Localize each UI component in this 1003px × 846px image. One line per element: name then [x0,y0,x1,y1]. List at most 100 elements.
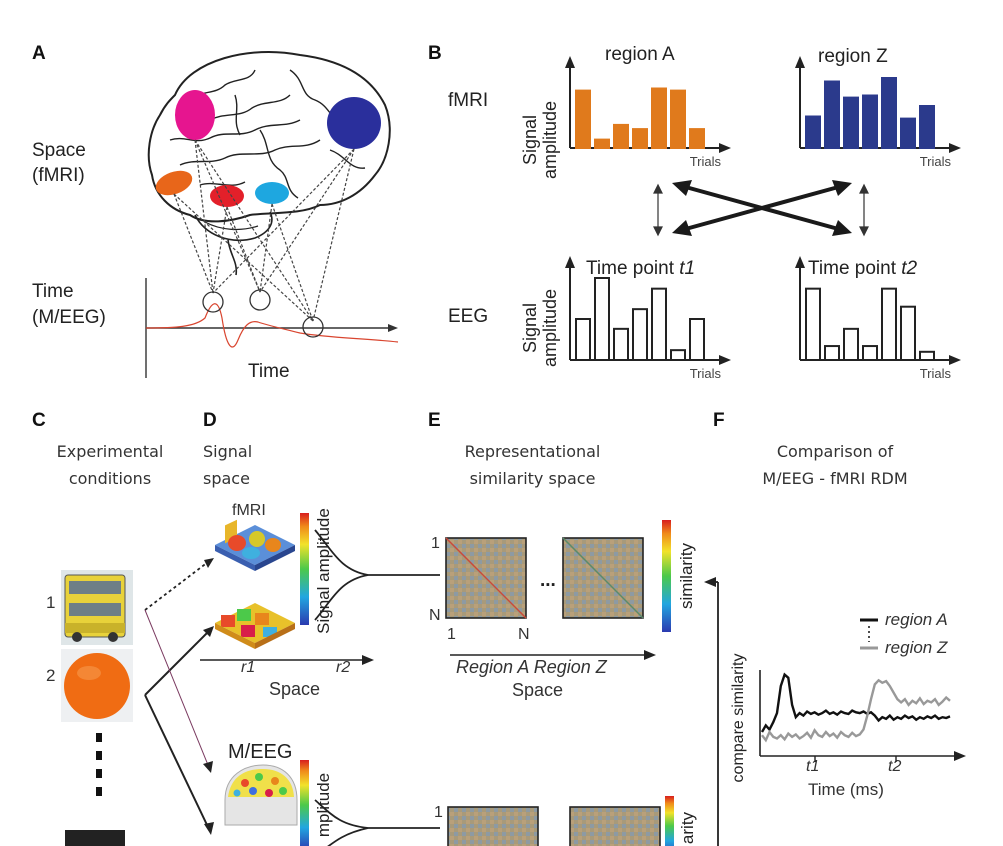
bar [689,318,705,361]
more-conditions-dots [96,733,102,796]
r1-label: r1 [241,659,256,676]
time-point-t2-title: Time point t2 [808,258,918,279]
region-orange [155,170,193,196]
time-circle-2 [249,289,271,311]
rdm-row-one: 1 [431,535,440,552]
panel-letter-e: E [428,410,441,431]
bar [651,287,667,361]
condition-image-n [65,830,125,846]
space-label: Space [32,140,86,161]
bar-x-arrow [719,355,731,365]
trials-axis-label: Trials [920,154,952,169]
rdm-ellipsis: ... [540,570,556,591]
rdm-meeg-2 [569,806,661,846]
bar-y-arrow [795,256,805,268]
f-y-axis-label: compare similarity [730,654,747,783]
eeg-y-label-1: Signal [520,303,540,353]
chart-region-z: Trials [795,56,961,169]
bar [594,138,610,149]
rdm-meeg-row-one: 1 [434,804,443,821]
vertical-arrow-right [859,183,869,237]
projection-lines [173,139,355,322]
time-x-arrow [388,324,398,332]
arrowhead-tl [672,180,692,196]
fmri-row-label: fMRI [448,90,489,111]
meeg-colorbar-label: mplitude [314,773,333,837]
region-z-title: region Z [818,46,888,67]
bar [900,305,916,362]
bar [919,350,935,361]
region-blue [327,97,381,149]
meeg-head [224,764,298,826]
bar [862,94,878,149]
signal-colorbar-label: Signal amplitude [314,508,333,634]
arrowhead-br [832,220,852,236]
bar [919,105,935,149]
bar [805,115,821,149]
fmri-y-label-2: amplitude [540,101,560,179]
bar [824,80,840,149]
rdm-regions-label: Region A Region Z [456,657,607,677]
chart-time-point-t2: Trials [795,256,961,381]
region-a-title: region A [605,44,675,65]
meeg-signal-label: M/EEG [228,741,293,763]
condition-images [61,570,133,846]
eeg-y-label-2: amplitude [540,289,560,367]
rdm-space-label: Space [512,680,564,700]
comparison-lines [760,672,951,743]
bar [613,123,629,150]
region-magenta [175,90,215,140]
series-line [760,672,951,733]
legend-region-z: region Z [885,638,948,657]
comparison-chart: compare similarity [704,577,966,846]
rdm-meeg-1 [447,806,539,846]
panel-letter-b: B [428,43,442,64]
vertical-arrow-left [653,183,663,237]
bar [824,345,840,361]
bar-x-arrow [719,143,731,153]
bar [670,89,686,149]
bar-y-arrow [565,56,575,68]
time-label: Time [32,281,74,302]
bar [651,87,667,149]
f-tick-t2: t2 [888,758,902,775]
fmri-y-label-1: Signal [520,115,540,165]
bar [862,345,878,361]
panel-letter-c: C [32,410,46,431]
brain-outline [147,51,391,276]
space-sub-label: (fMRI) [32,165,85,186]
bar [670,349,686,362]
signal-space-diagram: Signal amplitude mplitude [200,508,440,846]
similarity-colorbar [662,520,671,632]
signal-colorbar [300,513,309,625]
region-cyan [255,182,289,204]
trials-axis-label: Trials [920,366,952,381]
bar [805,287,821,361]
panel-letter-d: D [203,410,217,431]
bar [575,318,591,361]
rdm-row-n: N [429,607,441,624]
bar [632,128,648,149]
trials-axis-label: Trials [690,154,722,169]
bar [689,128,705,149]
fmri-signal-label: fMRI [232,502,266,519]
trials-axis-label: Trials [690,366,722,381]
bus-image [61,570,133,645]
time-point-t1-title: Time point t1 [586,258,696,279]
brain-diagram [145,51,399,378]
bar [881,287,897,361]
rdm-diagram: similarity arity [445,520,697,846]
bar [900,117,916,149]
chart-time-point-t1: Trials [565,256,731,381]
signal-space-axis-label: Space [269,679,321,699]
bar-y-arrow [565,256,575,268]
f-x-axis-label: Time (ms) [808,780,884,799]
eeg-row-label: EEG [448,306,489,327]
chart-region-a: Trials [565,56,731,169]
arrowhead-bl [672,220,692,236]
similarity-colorbar-2 [665,796,674,846]
legend-region-a: region A [885,610,948,629]
